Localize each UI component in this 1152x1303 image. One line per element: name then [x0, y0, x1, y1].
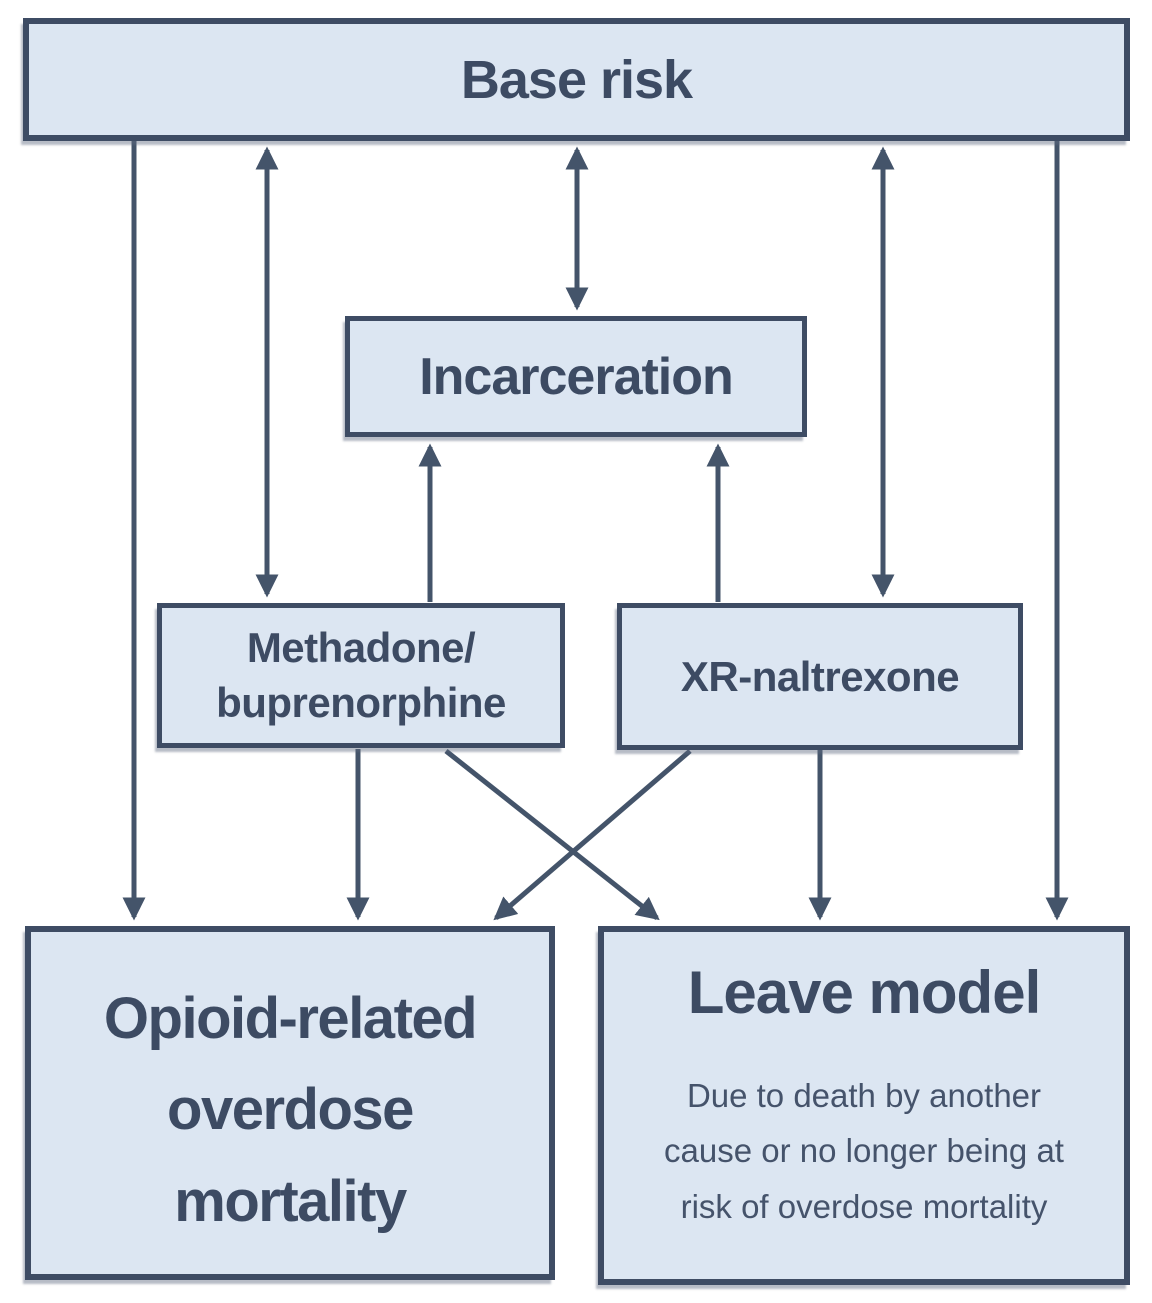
methadone-label: Methadone/ buprenorphine [216, 621, 506, 730]
incarceration-label: Incarceration [419, 347, 734, 406]
node-opioid-overdose-mortality: Opioid-related overdose mortality [25, 926, 555, 1280]
edge-xr-naltrexone-to-overdose-mortality [493, 749, 692, 921]
methadone-label-line2: buprenorphine [216, 678, 506, 726]
overdose-mortality-line3: mortality [174, 1168, 407, 1234]
methadone-label-line1: Methadone/ [246, 623, 476, 671]
node-xr-naltrexone: XR-naltrexone [617, 603, 1023, 750]
leave-model-description-line3: risk of overdose mortality [680, 1187, 1048, 1225]
edge-methadone-to-leave-model [444, 749, 660, 921]
node-leave-model: Leave model Due to death by another caus… [598, 926, 1130, 1285]
overdose-mortality-line2: overdose [167, 1077, 414, 1143]
leave-model-description: Due to death by another cause or no long… [664, 1068, 1064, 1234]
node-base-risk: Base risk [23, 18, 1130, 141]
leave-model-description-line1: Due to death by another [686, 1077, 1042, 1114]
overdose-mortality-line1: Opioid-related [103, 985, 478, 1051]
node-methadone-buprenorphine: Methadone/ buprenorphine [157, 603, 565, 748]
overdose-mortality-label: Opioid-related overdose mortality [103, 973, 478, 1248]
node-incarceration: Incarceration [345, 316, 807, 437]
leave-model-description-line2: cause or no longer being at [664, 1132, 1064, 1170]
leave-model-title: Leave model [687, 959, 1041, 1026]
xr-naltrexone-label: XR-naltrexone [680, 652, 960, 700]
base-risk-label: Base risk [460, 49, 693, 110]
